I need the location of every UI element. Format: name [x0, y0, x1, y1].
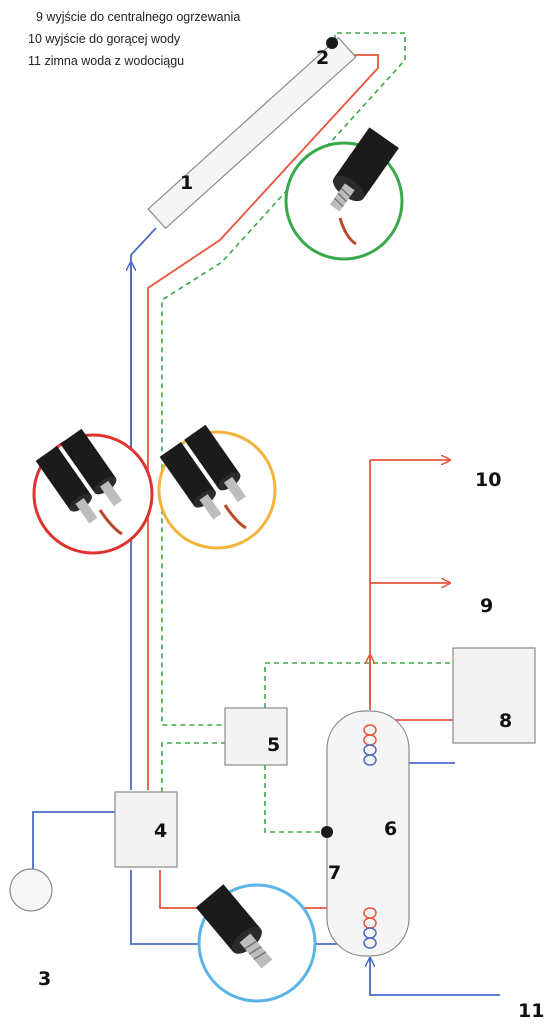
pump-station: [114, 791, 178, 868]
upper-heat-coil: [363, 724, 377, 766]
cold-water-inlet: [370, 958, 500, 996]
pipe-insulation-icon: [284, 127, 404, 261]
collector-sensor-dot: [326, 37, 338, 49]
legend-item-10: 10 wyjście do gorącej wody: [28, 32, 181, 46]
label-11: 11: [518, 1000, 545, 1022]
solar-collector: [147, 36, 357, 230]
tank-sensor-cable: [264, 765, 327, 833]
label-10: 10: [475, 469, 502, 491]
pipe-insulation-icon: [157, 424, 277, 550]
collector-sensor-cable: [161, 32, 406, 726]
lower-heat-coil: [363, 907, 377, 949]
label-2: 2: [316, 47, 330, 69]
legend-item-9: 9 wyjście do centralnego ogrzewania: [36, 10, 241, 24]
pipe-insulation-icon: [195, 883, 317, 1003]
legend-item-11: 11 zimna woda z wodociągu: [28, 54, 185, 68]
label-5: 5: [267, 734, 281, 756]
cold-pipe-expansion: [32, 811, 115, 875]
solar-controller: [224, 707, 288, 766]
label-9: 9: [480, 595, 494, 617]
label-6: 6: [384, 818, 398, 840]
boiler-link-cable: [264, 662, 455, 708]
label-4: 4: [154, 820, 168, 842]
controller-link-cable: [161, 742, 225, 792]
boiler: [452, 647, 536, 744]
pipe-insulation-icon: [32, 428, 154, 555]
tank-sensor-dot: [321, 826, 333, 838]
label-1: 1: [180, 172, 194, 194]
label-7: 7: [328, 862, 342, 884]
label-8: 8: [499, 710, 513, 732]
legend: 9 wyjście do centralnego ogrzewania 10 w…: [28, 6, 240, 72]
label-3: 3: [38, 968, 52, 990]
expansion-vessel: [9, 868, 53, 912]
